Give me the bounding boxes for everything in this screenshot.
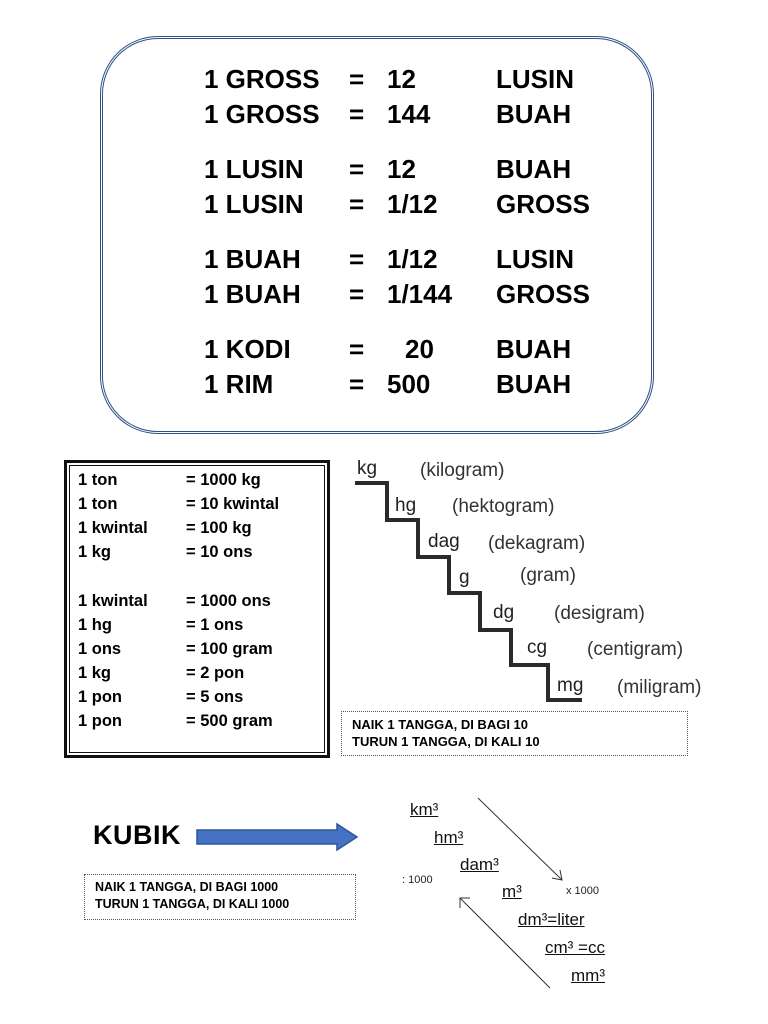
count-eq: = [349,244,365,274]
count-unit: BUAH [496,369,572,399]
ladder-symbol: dag [428,531,460,552]
weight-left: 1 ton [78,495,118,513]
ladder-name: (desigram) [554,603,645,624]
cubic-unit: hm³ [434,828,464,847]
ladder-name: (hektogram) [452,496,555,517]
ladder-symbol: cg [527,637,548,658]
weight-staircase-line [355,481,582,702]
right-arrow-icon [196,822,359,852]
weight-table-box [64,460,330,758]
count-unit: BUAH [496,99,572,129]
weight-left: 1 ton [78,471,118,489]
count-value: 20 [405,334,434,364]
cubic-unit: m³ [502,882,522,901]
cubic-direction-arrows [459,797,563,989]
weight-ladder-note: NAIK 1 TANGGA, DI BAGI 10 TURUN 1 TANGGA… [341,711,688,756]
weight-right: = 10 ons [186,543,253,561]
count-value: 12 [387,154,416,184]
count-eq: = [349,279,365,309]
ladder-name: (dekagram) [488,533,586,554]
weight-left: 1 kwintal [78,519,148,537]
cubic-note-line: NAIK 1 TANGGA, DI BAGI 1000 [95,880,279,894]
weight-left: 1 ons [78,640,122,658]
count-eq: = [349,189,365,219]
count-left: 1 GROSS [204,64,320,94]
cubic-title: KUBIK [93,820,181,850]
count-left: 1 GROSS [204,99,320,129]
weight-right: = 1000 kg [186,471,261,489]
count-eq: = [349,64,365,94]
weight-note-line: TURUN 1 TANGGA, DI KALI 10 [352,734,540,749]
weight-right: = 10 kwintal [186,495,280,513]
cubic-note: NAIK 1 TANGGA, DI BAGI 1000 TURUN 1 TANG… [84,874,356,920]
count-eq: = [349,99,365,129]
count-value: 144 [387,99,431,129]
weight-left: 1 kg [78,543,112,561]
count-eq: = [349,369,365,399]
count-unit: GROSS [496,279,590,309]
weight-right: = 5 ons [186,688,244,706]
weight-right: = 2 pon [186,664,245,682]
cubic-unit: cm³ =cc [545,938,605,957]
ladder-name: (miligram) [617,677,702,698]
weight-right: = 1 ons [186,616,244,634]
weight-left: 1 kg [78,664,112,682]
count-unit: LUSIN [496,244,574,274]
ladder-name: (gram) [520,565,576,586]
multiply-label: x 1000 [566,885,600,897]
ladder-symbol: kg [357,458,378,479]
count-value: 1/12 [387,189,438,219]
count-unit: BUAH [496,334,572,364]
weight-left: 1 hg [78,616,112,634]
cubic-unit: mm³ [571,966,605,985]
weight-left: 1 pon [78,712,122,730]
ladder-symbol: hg [395,495,417,516]
weight-right: = 100 gram [186,640,273,658]
count-eq: = [349,154,365,184]
count-left: 1 BUAH [204,279,301,309]
ladder-symbol: dg [493,602,515,623]
divide-label: : 1000 [402,874,433,886]
count-left: 1 LUSIN [204,189,304,219]
ladder-name: (kilogram) [420,460,505,481]
cubic-unit: dam³ [460,855,499,874]
ladder-symbol: mg [557,675,584,696]
count-value: 500 [387,369,431,399]
count-left: 1 RIM [204,369,274,399]
count-unit: BUAH [496,154,572,184]
weight-note-line: NAIK 1 TANGGA, DI BAGI 10 [352,717,529,732]
weight-right: = 1000 ons [186,592,271,610]
count-unit: LUSIN [496,64,574,94]
count-value: 12 [387,64,416,94]
count-value: 1/144 [387,279,453,309]
ladder-name: (centigram) [587,639,684,660]
count-value: 1/12 [387,244,438,274]
count-eq: = [349,334,365,364]
cubic-unit: dm³=liter [518,910,585,929]
weight-right: = 500 gram [186,712,273,730]
count-unit: GROSS [496,189,590,219]
weight-right: = 100 kg [186,519,252,537]
cubic-unit: km³ [410,800,439,819]
count-left: 1 LUSIN [204,154,304,184]
count-left: 1 KODI [204,334,291,364]
count-units-box [100,36,654,434]
ladder-symbol: g [459,567,470,588]
count-left: 1 BUAH [204,244,301,274]
cubic-note-line: TURUN 1 TANGGA, DI KALI 1000 [95,897,290,911]
weight-left: 1 pon [78,688,122,706]
weight-left: 1 kwintal [78,592,148,610]
